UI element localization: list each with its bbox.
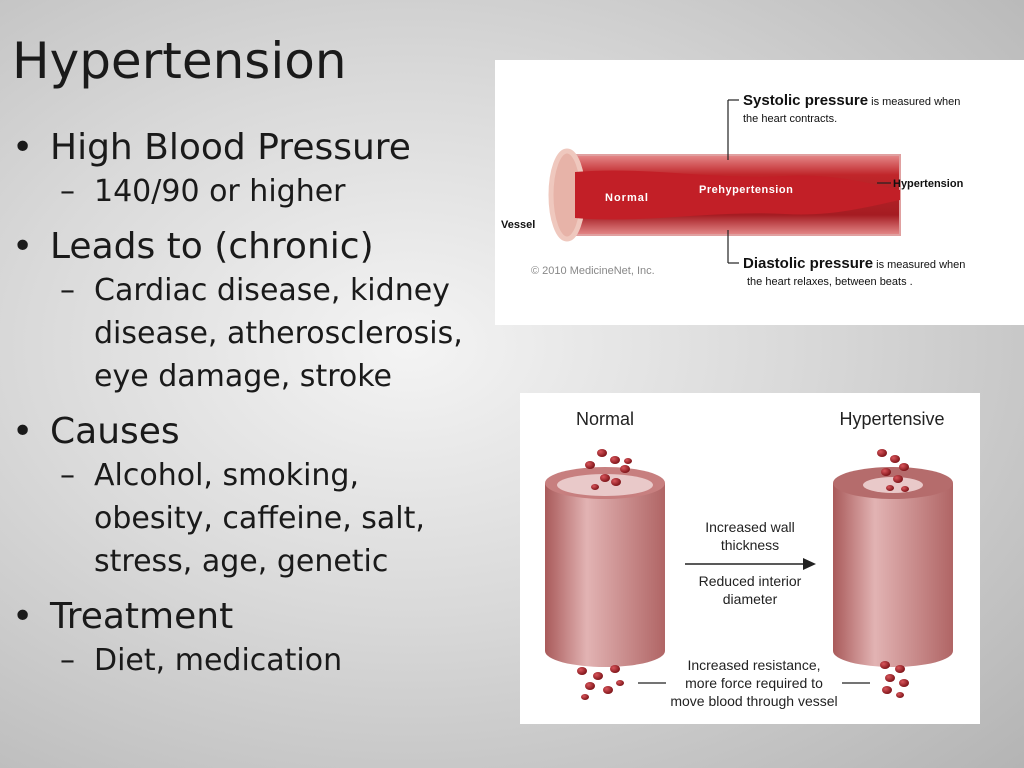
diastolic-label: Diastolic pressure: [743, 255, 873, 272]
sub-bullet: –Alcohol, smoking, obesity, caffeine, sal…: [12, 454, 502, 583]
comparison-illustration: Normal Hypertensive: [545, 409, 953, 709]
vessel-label: Vessel: [501, 219, 535, 231]
bullet-dot: •: [12, 596, 34, 637]
sub-bullet-dash: –: [60, 458, 75, 493]
svg-text:Diastolic pressure is measured: Diastolic pressure is measured when: [743, 255, 965, 272]
hypertension-label: Hypertension: [893, 178, 964, 190]
blood-cells-hypertensive-top: [877, 449, 909, 492]
sub-bullet-text: disease, atherosclerosis,: [94, 316, 463, 351]
sub-bullet: –140/90 or higher: [12, 170, 502, 213]
interior-diameter-label: Reduced interior: [699, 573, 802, 589]
bullet-label: High Blood Pressure: [50, 127, 411, 168]
normal-vessel-cylinder: [545, 467, 665, 667]
blood-cells-normal-bottom: [577, 665, 624, 700]
blood-cells-hypertensive-bottom: [880, 661, 909, 698]
slide-title: Hypertension: [12, 32, 347, 90]
prehypertension-label: Prehypertension: [699, 184, 793, 196]
sub-bullet-text: Cardiac disease, kidney: [94, 273, 450, 308]
copyright-text: © 2010 MedicineNet, Inc.: [531, 265, 655, 277]
systolic-label: Systolic pressure: [743, 92, 868, 109]
sub-bullet: –Cardiac disease, kidney disease, atheros…: [12, 269, 502, 398]
vessel-comparison-figure: Normal Hypertensive: [520, 393, 980, 724]
bullet-label: Causes: [50, 411, 180, 452]
sub-bullet: –Diet, medication: [12, 639, 502, 682]
bullet-treatment: • Treatment: [12, 595, 502, 639]
sub-bullet-text: obesity, caffeine, salt,: [94, 501, 425, 536]
blood-cells-normal-top: [585, 449, 632, 490]
wall-thickness-label: Increased wall: [705, 519, 795, 535]
resistance-label: Increased resistance,: [687, 657, 820, 673]
systolic-desc-line2: the heart contracts.: [743, 113, 837, 125]
svg-text:Systolic pressure is measured: Systolic pressure is measured when: [743, 92, 960, 109]
sub-bullet-text: Alcohol, smoking,: [94, 458, 359, 493]
normal-title: Normal: [576, 409, 634, 429]
sub-bullet-dash: –: [60, 643, 75, 678]
bullet-dot: •: [12, 127, 34, 168]
vessel-illustration: Systolic pressure is measured when the h…: [501, 92, 965, 288]
vessel-lumen: [575, 170, 900, 220]
arrow-right-icon: [803, 558, 816, 570]
hypertensive-title: Hypertensive: [839, 409, 944, 429]
sub-bullet-text: eye damage, stroke: [94, 359, 392, 394]
diastolic-desc-line2: the heart relaxes, between beats .: [747, 276, 913, 288]
diastolic-desc: is measured when: [873, 259, 965, 271]
bullet-high-blood-pressure: • High Blood Pressure: [12, 126, 502, 170]
bullet-label: Leads to (chronic): [50, 226, 374, 267]
sub-bullet-dash: –: [60, 174, 75, 209]
bullet-leads-to: • Leads to (chronic): [12, 225, 502, 269]
sub-bullet-dash: –: [60, 273, 75, 308]
systolic-desc: is measured when: [868, 96, 960, 108]
interior-diameter-label-line2: diameter: [723, 591, 778, 607]
normal-label: Normal: [605, 192, 649, 204]
vessel-pressure-figure: Systolic pressure is measured when the h…: [495, 60, 1024, 325]
sub-bullet-text: 140/90 or higher: [94, 174, 346, 209]
sub-bullet-text: Diet, medication: [94, 643, 343, 678]
bullet-dot: •: [12, 226, 34, 267]
bullet-list: •High Blood Pressure –140/90 or higher •…: [12, 126, 502, 682]
resistance-label-line2: more force required to: [685, 675, 823, 691]
bullet-causes: • Causes: [12, 410, 502, 454]
hypertensive-vessel-cylinder: [833, 467, 953, 667]
sub-bullet-text: stress, age, genetic: [94, 544, 389, 579]
wall-thickness-label-line2: thickness: [721, 537, 779, 553]
bullet-label: Treatment: [50, 596, 234, 637]
bullet-dot: •: [12, 411, 34, 452]
resistance-label-line3: move blood through vessel: [670, 693, 837, 709]
